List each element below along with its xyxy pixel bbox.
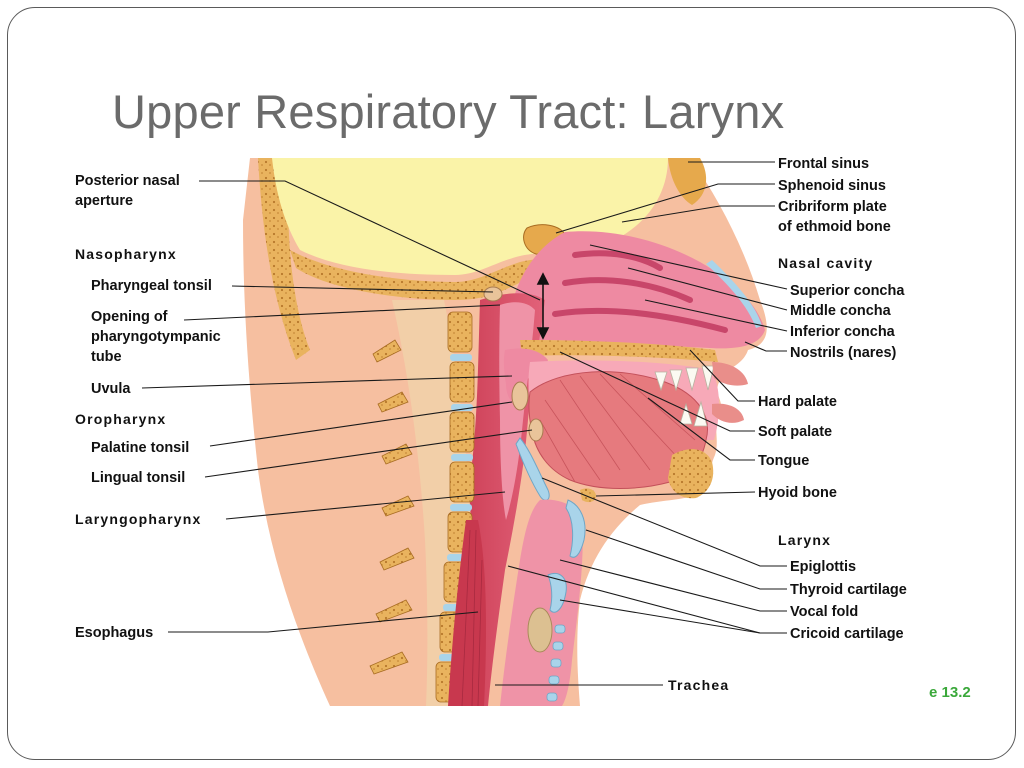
thyroid-cartilage-shape bbox=[565, 499, 586, 558]
label-cricoid-cartilage: Cricoid cartilage bbox=[790, 626, 904, 642]
cricoid-cartilage-shape bbox=[547, 573, 567, 613]
label-hyoid-bone: Hyoid bone bbox=[758, 485, 837, 501]
label-vocal-fold: Vocal fold bbox=[790, 604, 858, 620]
pharyngeal-tonsil-shape bbox=[483, 286, 503, 302]
label-opening-pharyngotympanic-1: Opening of bbox=[91, 309, 168, 325]
trachea-rings bbox=[546, 624, 566, 702]
label-sphenoid-sinus: Sphenoid sinus bbox=[778, 178, 886, 194]
label-trachea: Trachea bbox=[668, 677, 729, 693]
heading-larynx: Larynx bbox=[778, 532, 831, 548]
inferior-concha-shape bbox=[552, 307, 728, 333]
hard-palate-bone bbox=[520, 340, 718, 362]
heading-oropharynx: Oropharynx bbox=[75, 411, 166, 427]
label-posterior-nasal-aperture-1: Posterior nasal bbox=[75, 173, 180, 189]
nasopharynx-arrow bbox=[536, 272, 550, 340]
esophagus-fibers bbox=[461, 529, 483, 706]
leader-lines bbox=[141, 161, 788, 686]
thyroid-gland bbox=[527, 607, 553, 653]
head-neck-illustration bbox=[243, 158, 767, 706]
label-cribriform-plate-1: Cribriform plate bbox=[778, 199, 887, 215]
label-uvula: Uvula bbox=[91, 381, 131, 397]
label-soft-palate: Soft palate bbox=[758, 424, 832, 440]
label-posterior-nasal-aperture-2: aperture bbox=[75, 193, 133, 209]
label-superior-concha: Superior concha bbox=[790, 283, 905, 299]
skull-bone bbox=[258, 158, 310, 360]
label-epiglottis: Epiglottis bbox=[790, 559, 856, 575]
nasal-cavity-region bbox=[509, 231, 765, 349]
label-lingual-tonsil: Lingual tonsil bbox=[91, 470, 185, 486]
label-nostrils: Nostrils (nares) bbox=[790, 345, 897, 361]
label-tongue: Tongue bbox=[758, 453, 809, 469]
vertebral-column bbox=[369, 300, 475, 706]
label-inferior-concha: Inferior concha bbox=[790, 324, 896, 340]
label-pharyngeal-tonsil: Pharyngeal tonsil bbox=[91, 278, 212, 294]
heading-nasopharynx: Nasopharynx bbox=[75, 246, 177, 262]
middle-concha-shape bbox=[562, 277, 693, 303]
heading-laryngopharynx: Laryngopharynx bbox=[75, 511, 202, 527]
heading-nasal-cavity: Nasal cavity bbox=[778, 255, 873, 271]
label-frontal-sinus: Frontal sinus bbox=[778, 156, 869, 172]
lower-lip bbox=[712, 403, 744, 423]
label-opening-pharyngotympanic-2: pharyngotympanic bbox=[91, 329, 221, 345]
figure-reference: e 13.2 bbox=[929, 684, 971, 701]
frontal-sinus-region bbox=[668, 158, 707, 205]
mandible bbox=[668, 449, 714, 499]
label-opening-pharyngotympanic-3: tube bbox=[91, 349, 122, 365]
superior-concha-shape bbox=[572, 250, 663, 271]
palatine-tonsil-shape bbox=[511, 381, 529, 411]
label-middle-concha: Middle concha bbox=[790, 303, 892, 319]
upper-lip bbox=[712, 362, 748, 386]
skull-base bbox=[290, 250, 600, 300]
label-esophagus: Esophagus bbox=[75, 625, 153, 641]
label-hard-palate: Hard palate bbox=[758, 394, 837, 410]
label-palatine-tonsil: Palatine tonsil bbox=[91, 440, 189, 456]
label-thyroid-cartilage: Thyroid cartilage bbox=[790, 582, 907, 598]
label-cribriform-plate-2: of ethmoid bone bbox=[778, 219, 891, 235]
larynx-shape bbox=[500, 499, 583, 706]
nose-cartilage bbox=[706, 260, 762, 328]
tongue-muscle-fibers bbox=[539, 373, 696, 483]
slide-title: Upper Respiratory Tract: Larynx bbox=[112, 85, 785, 138]
